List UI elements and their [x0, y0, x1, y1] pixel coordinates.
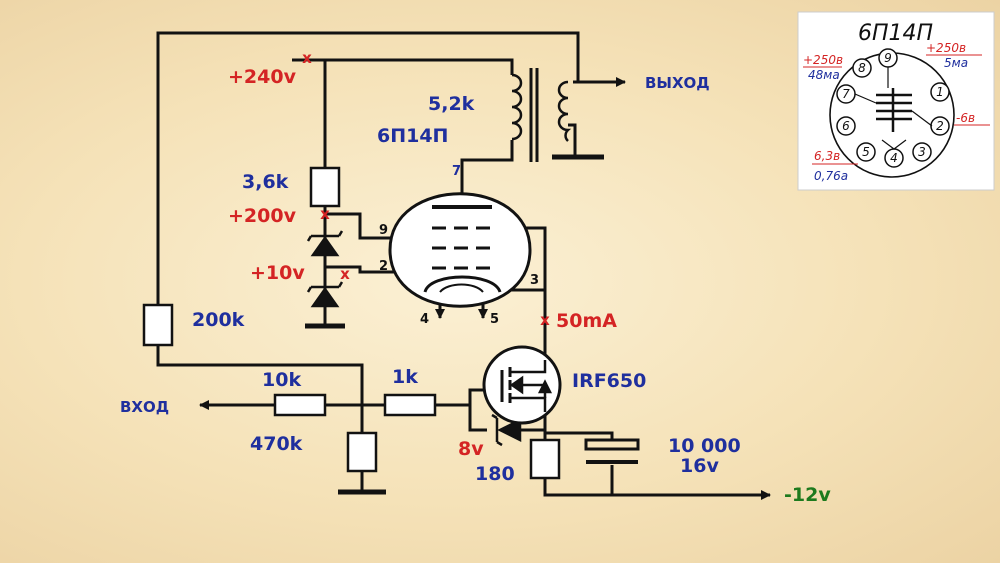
- label-10v: +10v: [250, 262, 305, 284]
- output-transformer: [511, 68, 572, 162]
- inset-pin-1: 1: [936, 85, 944, 99]
- resistor-200k: [142, 303, 174, 347]
- marker-10v: x: [340, 265, 350, 283]
- inset-left-top-voltage: +250в: [803, 53, 843, 67]
- mosfet-irf650: [482, 345, 562, 425]
- label-10k: 10k: [262, 369, 301, 391]
- label-180: 180: [475, 463, 515, 485]
- tube-6p14p: [388, 192, 532, 308]
- resistors: [142, 166, 561, 480]
- label-240v: +240v: [228, 66, 297, 88]
- label-470k: 470k: [250, 433, 303, 455]
- zener-diodes: [306, 230, 522, 447]
- label-50ma: 50mA: [556, 310, 617, 332]
- resistor-1k: [383, 393, 437, 417]
- label-1k: 1k: [392, 366, 418, 388]
- label-cap-value: 10 000: [668, 435, 741, 457]
- marker-50ma: x: [540, 311, 550, 329]
- inset-left-top-current: 48ма: [808, 68, 840, 82]
- marker-200v: x: [320, 205, 330, 223]
- pin-4: 4: [420, 312, 429, 327]
- label-5k2: 5,2k: [428, 93, 475, 115]
- test-point-markers: x x x x: [302, 49, 550, 329]
- pin-5: 5: [490, 312, 499, 327]
- inset-pin-2: 2: [936, 119, 944, 133]
- ground-symbols: [305, 154, 604, 495]
- label-200v: +200v: [228, 205, 297, 227]
- pin-3: 3: [530, 273, 539, 288]
- resistor-470k: [346, 431, 378, 473]
- resistor-10k: [273, 393, 327, 417]
- labels: +240v 5,2k 6П14П 3,6k +200v +10v 200k 10…: [120, 66, 831, 506]
- label-tube-name: 6П14П: [377, 125, 448, 147]
- pin-7: 7: [452, 164, 461, 179]
- pin-2: 2: [379, 259, 388, 274]
- inset-pin-8: 8: [858, 61, 866, 75]
- label-neg12v: -12v: [784, 484, 831, 506]
- resistor-180: [529, 438, 561, 480]
- label-200k: 200k: [192, 309, 245, 331]
- resistor-3k6: [309, 166, 341, 208]
- inset-right-voltage: -6в: [956, 111, 975, 125]
- label-8v: 8v: [458, 438, 484, 460]
- inset-pin-3: 3: [918, 145, 926, 159]
- inset-bottom-current: 0,76а: [814, 169, 848, 183]
- inset-right-top-voltage: +250в: [926, 41, 966, 55]
- inset-bottom-voltage: 6,3в: [814, 149, 840, 163]
- inset-pin-9: 9: [884, 51, 892, 65]
- inset-pin-6: 6: [842, 119, 850, 133]
- label-3k6: 3,6k: [242, 171, 289, 193]
- label-irf650: IRF650: [572, 370, 646, 392]
- capacitor: [584, 438, 640, 464]
- inset-right-top-current: 5ма: [944, 56, 968, 70]
- pinout-inset: 6П14П 9 1 2 3 4 5 6 7 8: [797, 11, 995, 191]
- inset-pin-7: 7: [842, 87, 850, 101]
- label-input: ВХОД: [120, 398, 169, 416]
- marker-240v: x: [302, 49, 312, 67]
- inset-pin-4: 4: [890, 151, 898, 165]
- inset-title: 6П14П: [858, 21, 933, 46]
- inset-pin-5: 5: [862, 145, 870, 159]
- pin-9: 9: [379, 223, 388, 238]
- label-output: ВЫХОД: [645, 74, 710, 92]
- label-cap-voltage: 16v: [680, 455, 719, 477]
